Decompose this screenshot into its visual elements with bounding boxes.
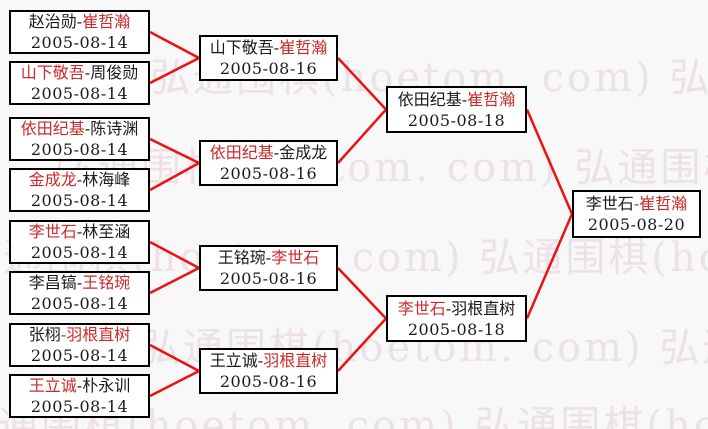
player-name: 王立诚-	[209, 351, 264, 370]
match-date: 2005-08-14	[30, 243, 129, 262]
match-date: 2005-08-14	[30, 397, 129, 416]
match-date: 2005-08-18	[407, 110, 506, 130]
match-box: 李世石-林至涵 2005-08-14	[9, 220, 150, 264]
match-box: 金成龙-林海峰 2005-08-14	[9, 168, 150, 212]
match-box: 山下敬吾-崔哲瀚 2005-08-16	[199, 35, 338, 81]
player-name: 李世石	[585, 194, 634, 213]
player-name: -金成龙	[273, 143, 328, 162]
match-date: 2005-08-18	[407, 319, 506, 339]
match-players: 依田纪基-金成龙	[210, 142, 327, 163]
player-name: -陈诗渊	[84, 119, 139, 138]
player-name: -林至涵	[76, 222, 131, 241]
winner-name: 崔哲瀚	[279, 38, 328, 57]
match-box: 山下敬吾-周俊勋 2005-08-14	[9, 61, 150, 105]
match-box: 王立诚-朴永训 2005-08-14	[9, 374, 150, 418]
match-date: 2005-08-14	[30, 84, 129, 103]
winner-name: 依田纪基	[209, 143, 274, 162]
player-name: -林海峰	[76, 170, 131, 189]
winner-name: 王铭琬	[82, 273, 131, 292]
winner-name: -羽根直树	[60, 325, 131, 344]
match-players: 李世石-羽根直树	[398, 298, 515, 319]
match-box: 李世石-崔哲瀚 2005-08-20	[572, 190, 701, 238]
player-name: 李昌镐-	[28, 273, 83, 292]
match-date: 2005-08-16	[219, 164, 318, 183]
match-date: 2005-08-14	[30, 140, 129, 159]
player-name: -周俊勋	[84, 63, 139, 82]
match-box: 依田纪基-金成龙 2005-08-16	[199, 140, 338, 186]
match-players: 李世石-崔哲瀚	[586, 193, 687, 214]
match-box: 王铭琬-李世石 2005-08-16	[199, 245, 338, 291]
winner-name: 山下敬吾	[20, 63, 85, 82]
match-date: 2005-08-16	[219, 59, 318, 78]
winner-name: 金成龙	[28, 170, 77, 189]
player-name: -羽根直树	[445, 298, 516, 318]
match-players: 山下敬吾-崔哲瀚	[210, 37, 327, 58]
match-date: 2005-08-20	[587, 215, 686, 234]
player-name: 山下敬吾-	[209, 38, 280, 57]
player-name: -朴永训	[76, 376, 131, 395]
winner-name: 王立诚	[28, 376, 77, 395]
match-players: 张栩-羽根直树	[29, 324, 130, 345]
match-date: 2005-08-14	[30, 294, 129, 313]
winner-name: 崔哲瀚	[467, 89, 516, 109]
winner-name: 崔哲瀚	[82, 12, 131, 31]
match-players: 王立诚-羽根直树	[210, 350, 327, 371]
player-name: 张栩	[28, 325, 61, 344]
match-date: 2005-08-16	[219, 269, 318, 288]
match-players: 金成龙-林海峰	[29, 169, 130, 190]
match-date: 2005-08-14	[30, 191, 129, 210]
match-box: 李昌镐-王铭琬 2005-08-14	[9, 271, 150, 315]
match-box: 李世石-羽根直树 2005-08-18	[386, 295, 527, 342]
match-box: 依田纪基-陈诗渊 2005-08-14	[9, 117, 150, 161]
winner-name: 李世石	[397, 298, 446, 318]
match-date: 2005-08-14	[30, 33, 129, 52]
match-players: 赵治勋-崔哲瀚	[29, 11, 130, 32]
match-players: 山下敬吾-周俊勋	[21, 62, 138, 83]
match-box: 王立诚-羽根直树 2005-08-16	[199, 348, 338, 394]
match-players: 李世石-林至涵	[29, 221, 130, 242]
winner-name: 李世石	[28, 222, 77, 241]
match-box: 张栩-羽根直树 2005-08-14	[9, 323, 150, 367]
match-box: 依田纪基-崔哲瀚 2005-08-18	[386, 86, 527, 133]
player-name: 依田纪基-	[397, 89, 468, 109]
winner-name: -崔哲瀚	[633, 194, 688, 213]
match-players: 依田纪基-崔哲瀚	[398, 89, 515, 110]
match-date: 2005-08-16	[219, 372, 318, 391]
match-players: 王立诚-朴永训	[29, 375, 130, 396]
match-box: 赵治勋-崔哲瀚 2005-08-14	[9, 10, 150, 54]
match-players: 李昌镐-王铭琬	[29, 272, 130, 293]
player-name: 赵治勋-	[28, 12, 83, 31]
winner-name: 李世石	[271, 248, 320, 267]
match-date: 2005-08-14	[30, 346, 129, 365]
player-name: 王铭琬-	[217, 248, 272, 267]
match-players: 王铭琬-李世石	[218, 247, 319, 268]
match-players: 依田纪基-陈诗渊	[21, 118, 138, 139]
winner-name: 羽根直树	[263, 351, 328, 370]
winner-name: 依田纪基	[20, 119, 85, 138]
